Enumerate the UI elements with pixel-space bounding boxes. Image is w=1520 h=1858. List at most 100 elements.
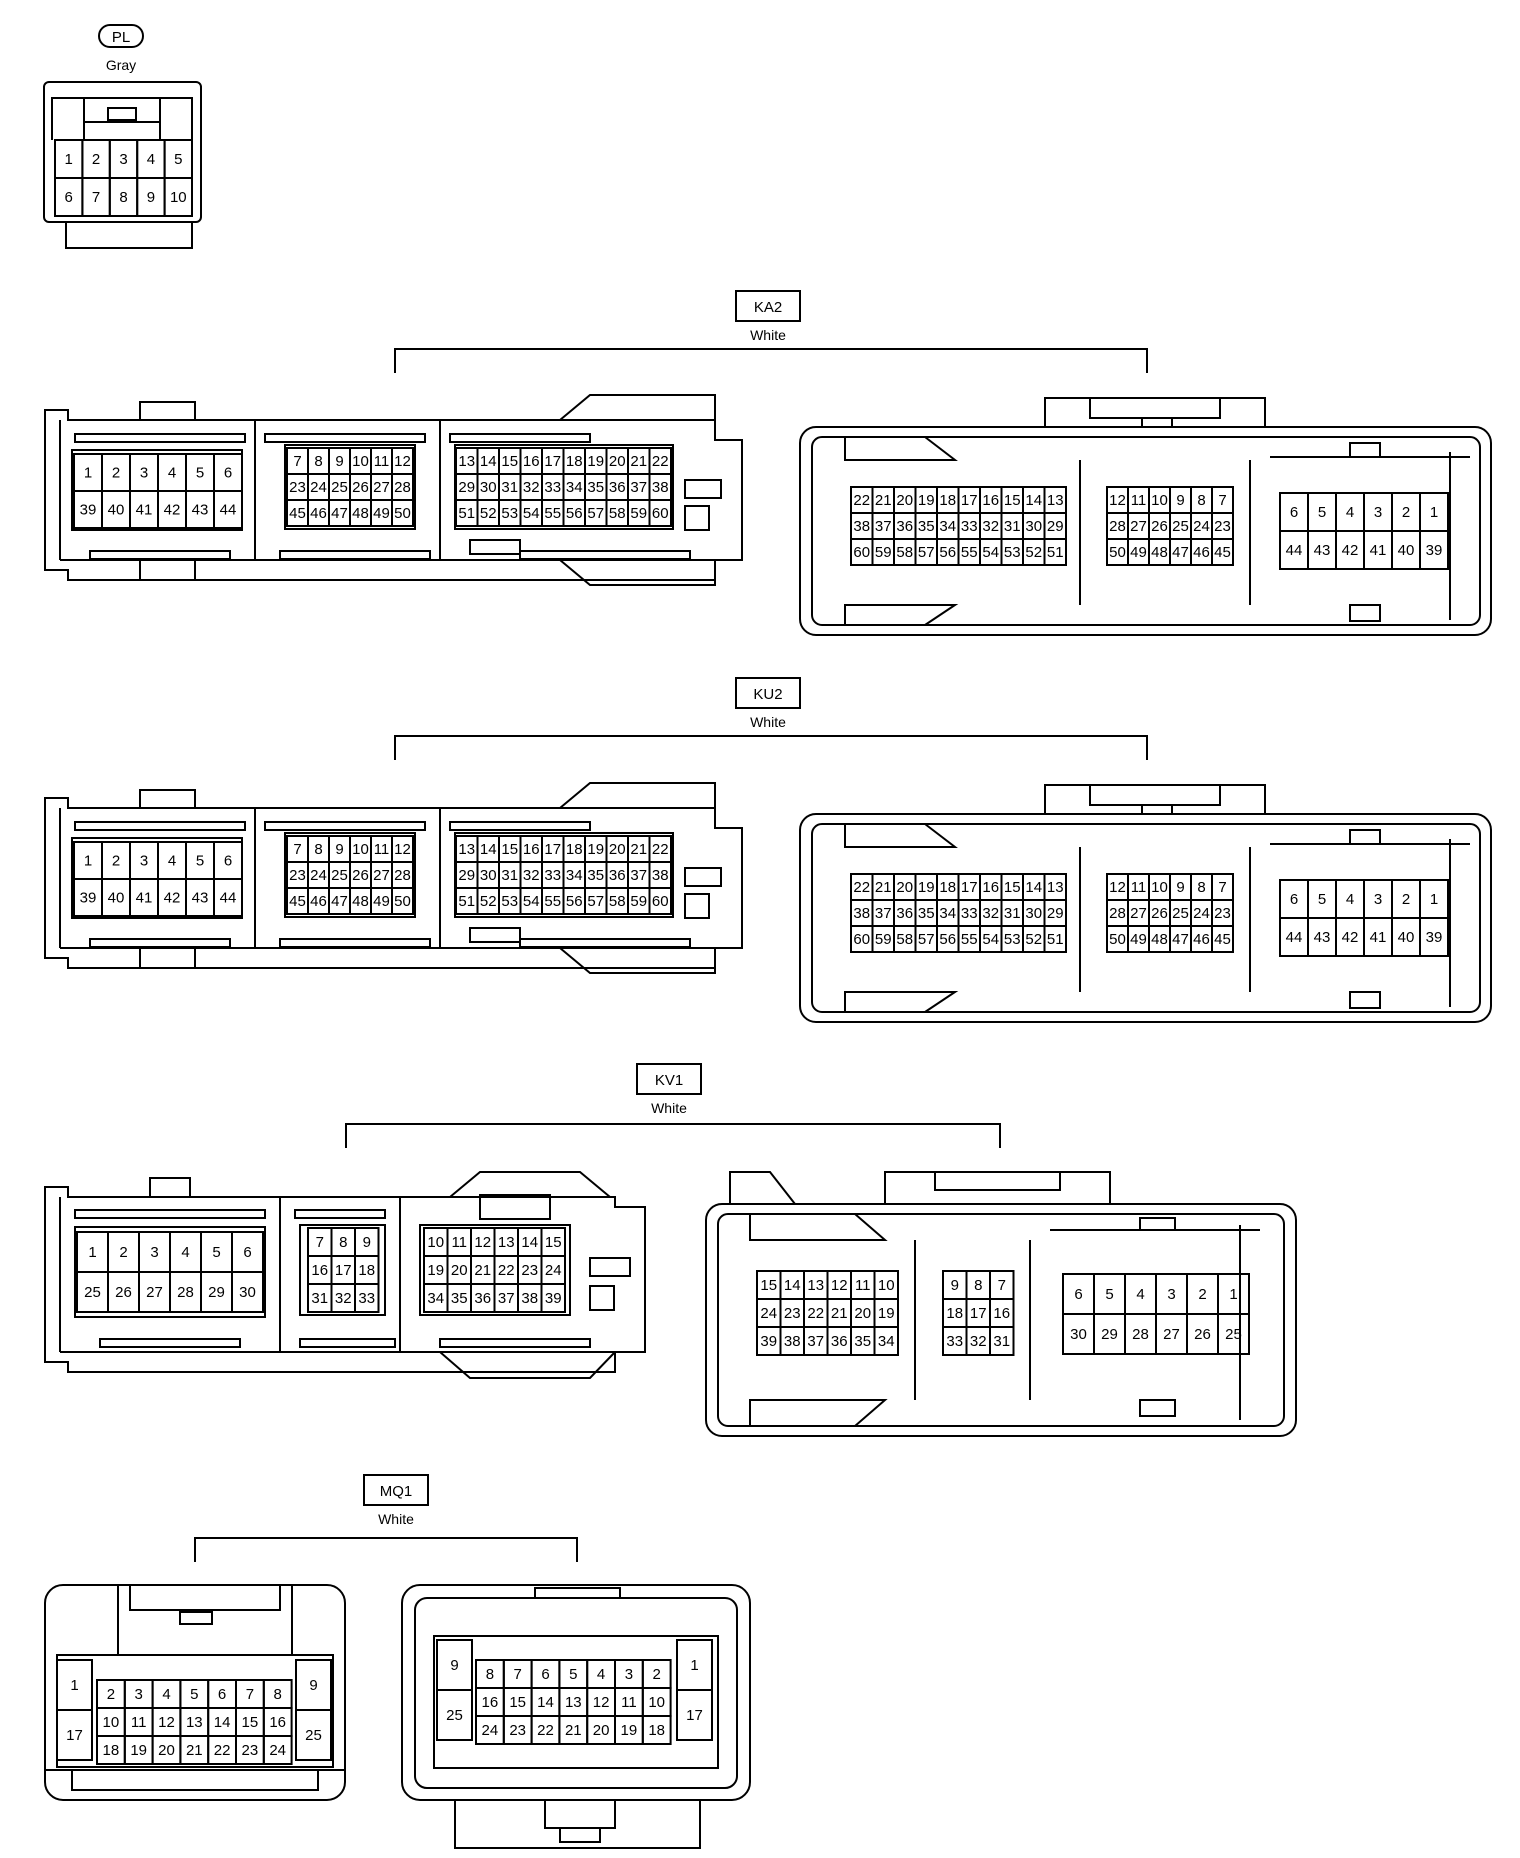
connector-ku2-pin-label: 47: [1172, 931, 1189, 948]
connector-ka2-bracket: [394, 348, 1148, 373]
connector-mq1-pin-label: 6: [218, 1686, 226, 1703]
connector-ku2-pin-label: 42: [164, 890, 181, 907]
connector-kv1-pin-label: 39: [760, 1333, 777, 1350]
connector-mq1-pin-label: 1: [70, 1677, 78, 1694]
connector-mq1-pin-label: 18: [103, 1742, 120, 1759]
connector-mq1-pin-label: 23: [509, 1722, 526, 1739]
connector-mq1-pin-label: 20: [593, 1722, 610, 1739]
connector-kv1-pin-label: 7: [998, 1277, 1006, 1294]
connector-mq1-pin-label: 10: [648, 1694, 665, 1711]
connector-ka2-pin-label: 26: [352, 479, 369, 496]
connector-ka2-pin-label: 20: [896, 492, 913, 509]
connector-kv1-pin-label: 33: [358, 1290, 375, 1307]
connector-ku2-left-housing: [44, 797, 743, 969]
connector-ka2-pin-label: 17: [544, 453, 561, 470]
connector-ku2-pin-label: 24: [310, 867, 327, 884]
connector-mq1-pin-label: 9: [450, 1657, 458, 1674]
connector-ka2-pin-label: 32: [982, 518, 999, 535]
connector-kv1-pin-label: 23: [521, 1262, 538, 1279]
connector-ka2-pin-label: 34: [566, 479, 583, 496]
connector-ka2-pin-label: 35: [918, 518, 935, 535]
connector-ka2-pin-label: 54: [523, 505, 540, 522]
connector-kv1-pin-label: 13: [807, 1277, 824, 1294]
connector-pl-pin-label: 2: [92, 151, 100, 168]
connector-ku2-pin-label: 3: [1374, 891, 1382, 908]
connector-ka2-pin-label: 38: [652, 479, 669, 496]
connector-ku2-pin-label: 14: [1025, 879, 1042, 896]
connector-ka2-pin-label: 47: [331, 505, 348, 522]
connector-kv1-pin-label: 29: [208, 1284, 225, 1301]
connector-ku2-pin-label: 21: [875, 879, 892, 896]
connector-ku2-pin-label: 7: [1218, 879, 1226, 896]
connector-ka2-pin-label: 28: [1109, 518, 1126, 535]
connector-ku2-pin-label: 32: [982, 905, 999, 922]
connector-kv1-pin-label: 19: [427, 1262, 444, 1279]
connector-ku2-pin-label: 48: [1151, 931, 1168, 948]
connector-ku2-pin-label: 47: [331, 893, 348, 910]
connector-ka2-pin-label: 41: [1370, 542, 1387, 559]
connector-ku2-pin-label: 25: [331, 867, 348, 884]
connector-ka2-pin-label: 51: [458, 505, 475, 522]
connector-ka2-pin-label: 42: [164, 502, 181, 519]
connector-mq1-pin-label: 2: [653, 1666, 661, 1683]
connector-kv1-code: KV1: [655, 1072, 683, 1089]
connector-ku2-pin-label: 39: [1426, 929, 1443, 946]
connector-ku2-pin-cell: [1211, 925, 1234, 953]
connector-mq1-pin-label: 10: [103, 1714, 120, 1731]
connector-pl-pin-label: 8: [119, 189, 127, 206]
connector-ku2-pin-label: 18: [939, 879, 956, 896]
connector-ka2-pin-label: 24: [310, 479, 327, 496]
connector-ka2-pin-label: 12: [394, 453, 411, 470]
connector-ku2-pin-label: 5: [196, 853, 204, 870]
connector-mq1-bracket: [194, 1537, 578, 1562]
connector-ka2-pin-label: 7: [293, 453, 301, 470]
connector-ku2-pin-label: 22: [853, 879, 870, 896]
connector-ku2-pin-label: 19: [587, 841, 604, 858]
connector-ka2-pin-label: 40: [108, 502, 125, 519]
connector-ku2-pin-label: 52: [1025, 931, 1042, 948]
connector-ka2-color: White: [750, 327, 786, 343]
connector-ku2-pin-cell: [648, 887, 672, 915]
connector-ku2-pin-label: 12: [1109, 879, 1126, 896]
connector-ka2-pin-label: 4: [168, 465, 176, 482]
connector-ka2-pin-label: 57: [918, 544, 935, 561]
connector-ku2-pin-label: 9: [335, 841, 343, 858]
connector-ka2-pin-label: 18: [939, 492, 956, 509]
connector-mq1-pin-label: 18: [648, 1722, 665, 1739]
connector-ku2-pin-label: 28: [394, 867, 411, 884]
connector-mq1-pin-label: 22: [214, 1742, 231, 1759]
connector-ku2-pin-label: 45: [1214, 931, 1231, 948]
connector-ku2-pin-label: 2: [112, 853, 120, 870]
connector-ka2-pin-label: 51: [1047, 544, 1064, 561]
connector-ku2-pin-label: 44: [1286, 929, 1303, 946]
connector-kv1-pin-label: 38: [521, 1290, 538, 1307]
connector-kv1-pin-label: 37: [807, 1333, 824, 1350]
connector-pl-bottom-tab: [65, 222, 193, 249]
connector-ku2-pin-label: 26: [1151, 905, 1168, 922]
connector-ku2-pin-label: 5: [1318, 891, 1326, 908]
connector-ku2-pin-label: 20: [609, 841, 626, 858]
connector-ku2-pin-label: 36: [896, 905, 913, 922]
connector-ku2-pin-label: 34: [566, 867, 583, 884]
connector-ku2-pin-label: 1: [84, 853, 92, 870]
connector-kv1-pin-label: 24: [545, 1262, 562, 1279]
connector-ku2-pin-label: 35: [587, 867, 604, 884]
connector-mq1-pin-label: 1: [690, 1657, 698, 1674]
connector-ka2-pin-label: 10: [352, 453, 369, 470]
connector-mq1-pin-label: 24: [269, 1742, 286, 1759]
connector-pl-pin-label: 6: [65, 189, 73, 206]
connector-mq1-pin-label: 11: [131, 1714, 147, 1731]
connector-ka2-pin-label: 53: [1004, 544, 1021, 561]
connector-ka2-pin-label: 55: [544, 505, 561, 522]
connector-mq1-pin-label: 4: [597, 1666, 605, 1683]
connector-mq1-pin-label: 14: [537, 1694, 554, 1711]
connector-ku2-pin-label: 16: [523, 841, 540, 858]
connector-kv1-pin-label: 22: [807, 1305, 824, 1322]
connector-ku2-pin-label: 8: [1197, 879, 1205, 896]
connector-ka2-pin-label: 57: [587, 505, 604, 522]
